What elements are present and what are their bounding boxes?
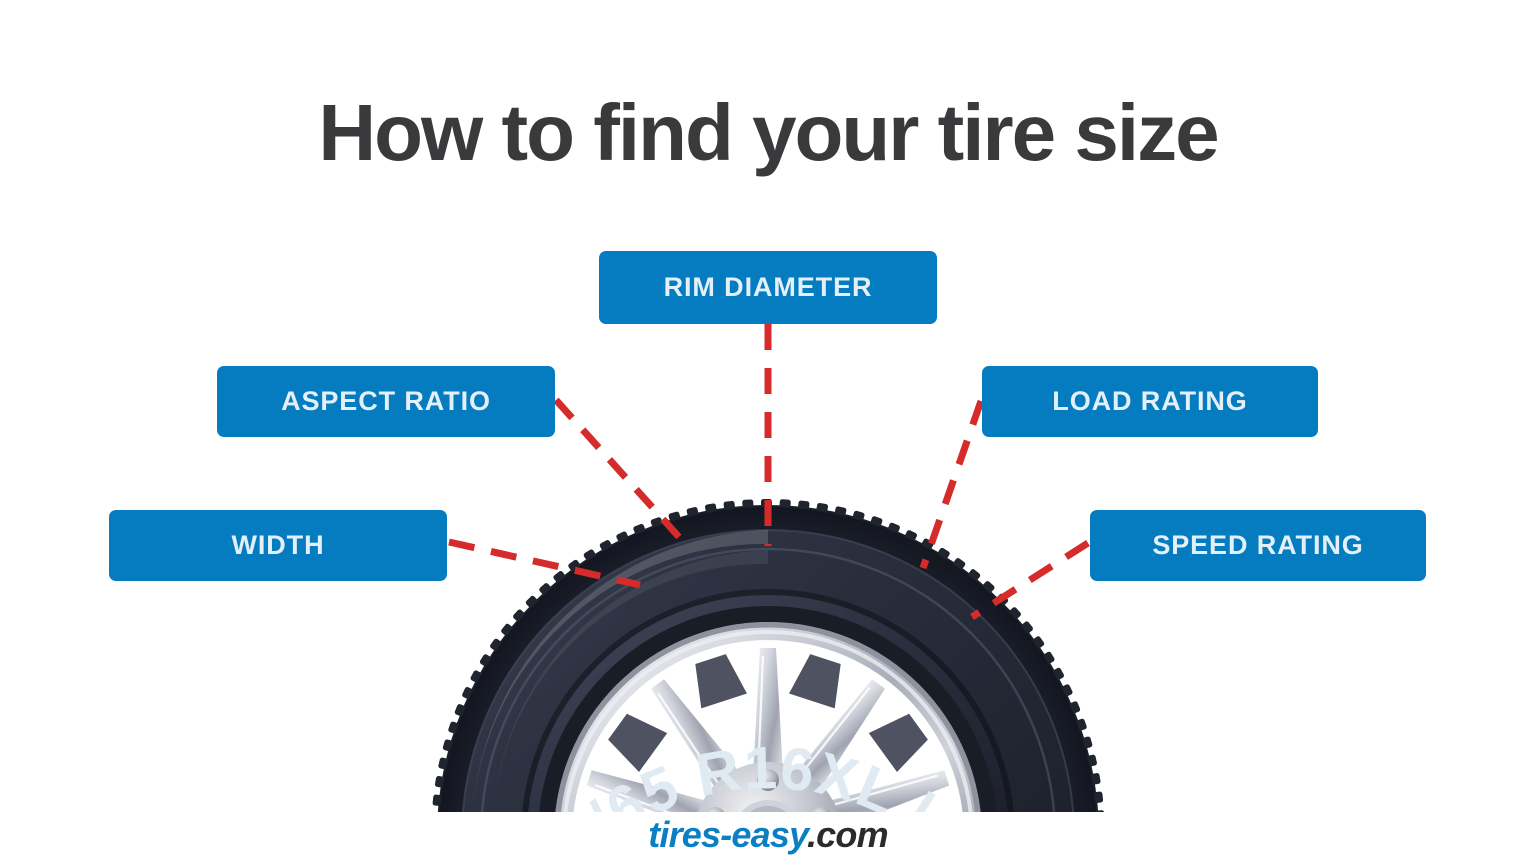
site-logo[interactable]: tires-easy.com (0, 814, 1536, 856)
alloy-wheel (554, 622, 982, 812)
logo-tld: .com (806, 814, 889, 855)
wheel-hub (694, 762, 842, 812)
tire-illustration: P215/65 R16XL | 102T (430, 498, 1106, 812)
callout-rim-diameter[interactable]: RIM DIAMETER (599, 251, 937, 324)
callout-load-rating[interactable]: LOAD RATING (982, 366, 1318, 437)
callout-width[interactable]: WIDTH (109, 510, 447, 581)
callout-aspect-ratio-label: ASPECT RATIO (281, 386, 491, 416)
tire-graphic: P215/65 R16XL | 102T (432, 499, 1105, 812)
callout-load-rating-label: LOAD RATING (1052, 386, 1248, 416)
callout-speed-rating[interactable]: SPEED RATING (1090, 510, 1426, 581)
logo-brand: tires-easy (648, 814, 808, 855)
callout-width-label: WIDTH (231, 530, 325, 560)
callout-aspect-ratio[interactable]: ASPECT RATIO (217, 366, 555, 437)
callout-speed-rating-label: SPEED RATING (1152, 530, 1364, 560)
page-title: How to find your tire size (318, 88, 1219, 177)
lug-bolts (704, 769, 832, 812)
callout-rim-diameter-label: RIM DIAMETER (663, 272, 873, 302)
